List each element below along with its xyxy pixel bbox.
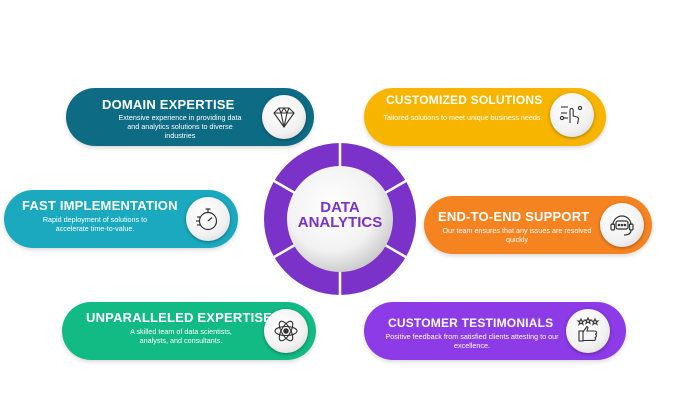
card-customized-solutions: CUSTOMIZED SOLUTIONS Tailored solutions … [364, 88, 606, 146]
thumbs-up-stars-icon [566, 309, 610, 353]
card-description: Extensive experience in providing data a… [118, 113, 242, 140]
card-unparalleled-expertise: UNPARALLELED EXPERTISE A skilled team of… [62, 302, 316, 360]
card-customer-testimonials: CUSTOMER TESTIMONIALS Positive feedback … [364, 302, 626, 360]
card-end-to-end-support: END-TO-END SUPPORT Our team ensures that… [424, 196, 652, 254]
card-description: Rapid deployment of solutions to acceler… [42, 215, 148, 233]
stopwatch-icon [186, 197, 230, 241]
ring-inner-ball [287, 166, 393, 272]
card-title: FAST IMPLEMENTATION [22, 198, 178, 213]
center-title: DATA ANALYTICS [270, 200, 410, 230]
center-title-line2: ANALYTICS [297, 214, 383, 231]
card-title: CUSTOMER TESTIMONIALS [388, 316, 554, 330]
touch-hand-icon [550, 93, 594, 137]
diamond-icon [262, 95, 306, 139]
card-description: Our team ensures that any issues are res… [442, 226, 592, 244]
card-fast-implementation: FAST IMPLEMENTATION Rapid deployment of … [4, 190, 238, 248]
card-title: CUSTOMIZED SOLUTIONS [386, 93, 543, 107]
card-description: Positive feedback from satisfied clients… [385, 332, 559, 350]
card-description: A skilled team of data scientists, analy… [130, 327, 232, 345]
atom-icon [264, 309, 308, 353]
card-domain-expertise: DOMAIN EXPERTISE Extensive experience in… [66, 88, 314, 146]
card-title: END-TO-END SUPPORT [438, 209, 590, 224]
chat-support-icon [600, 203, 644, 247]
card-title: DOMAIN EXPERTISE [102, 97, 235, 112]
card-description: Tailored solutions to meet unique busine… [383, 113, 543, 122]
card-title: UNPARALLELED EXPERTISE [86, 310, 273, 325]
center-title-line1: DATA [320, 199, 360, 216]
